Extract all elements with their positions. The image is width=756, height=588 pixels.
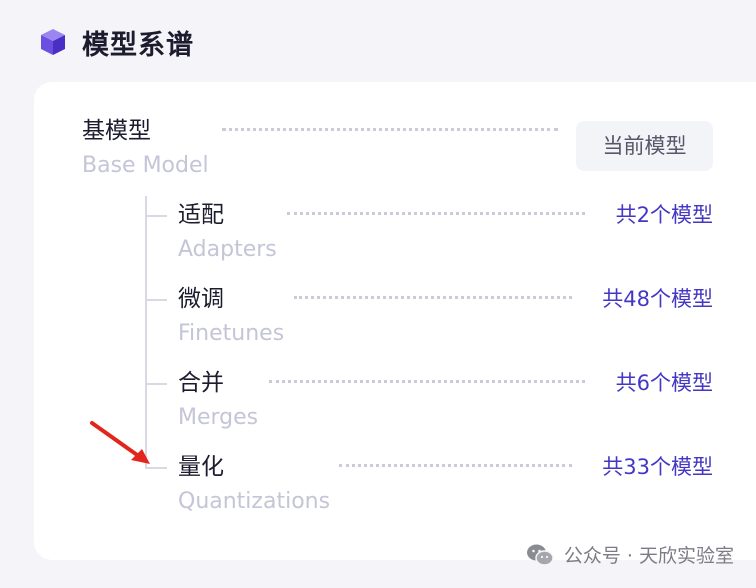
adapters-title[interactable]: 适配 <box>178 202 224 228</box>
dotted-leader <box>287 212 585 215</box>
finetunes-count-link[interactable]: 共48个模型 <box>602 287 713 311</box>
watermark-text: 公众号 · 天欣实验室 <box>563 545 734 567</box>
page-header: 模型系谱 <box>38 22 194 62</box>
quantizations-title[interactable]: 量化 <box>178 454 224 480</box>
tree-branch <box>145 467 167 469</box>
current-model-badge: 当前模型 <box>576 121 713 171</box>
merges-subtitle: Merges <box>178 405 259 430</box>
base-model-subtitle: Base Model <box>82 153 209 178</box>
dotted-leader <box>294 296 572 299</box>
adapters-subtitle: Adapters <box>178 237 277 262</box>
tree-branch <box>145 383 167 385</box>
finetunes-title[interactable]: 微调 <box>178 286 224 312</box>
merges-title[interactable]: 合并 <box>178 370 224 396</box>
wechat-icon <box>526 544 554 566</box>
page-title: 模型系谱 <box>82 29 194 61</box>
adapters-count-link[interactable]: 共2个模型 <box>615 203 713 227</box>
dotted-leader <box>269 380 585 383</box>
dotted-leader <box>222 128 558 131</box>
cube-icon <box>41 29 65 55</box>
dotted-leader <box>339 464 572 467</box>
watermark: 公众号 · 天欣实验室 <box>526 541 734 568</box>
base-model-title: 基模型 <box>82 118 151 144</box>
tree-branch <box>145 215 167 217</box>
merges-count-link[interactable]: 共6个模型 <box>615 371 713 395</box>
finetunes-subtitle: Finetunes <box>178 321 285 346</box>
red-arrow-icon <box>90 421 150 464</box>
quantizations-count-link[interactable]: 共33个模型 <box>602 455 713 479</box>
tree-branch <box>145 299 167 301</box>
tree-connector <box>145 196 147 468</box>
quantizations-subtitle: Quantizations <box>178 489 331 514</box>
